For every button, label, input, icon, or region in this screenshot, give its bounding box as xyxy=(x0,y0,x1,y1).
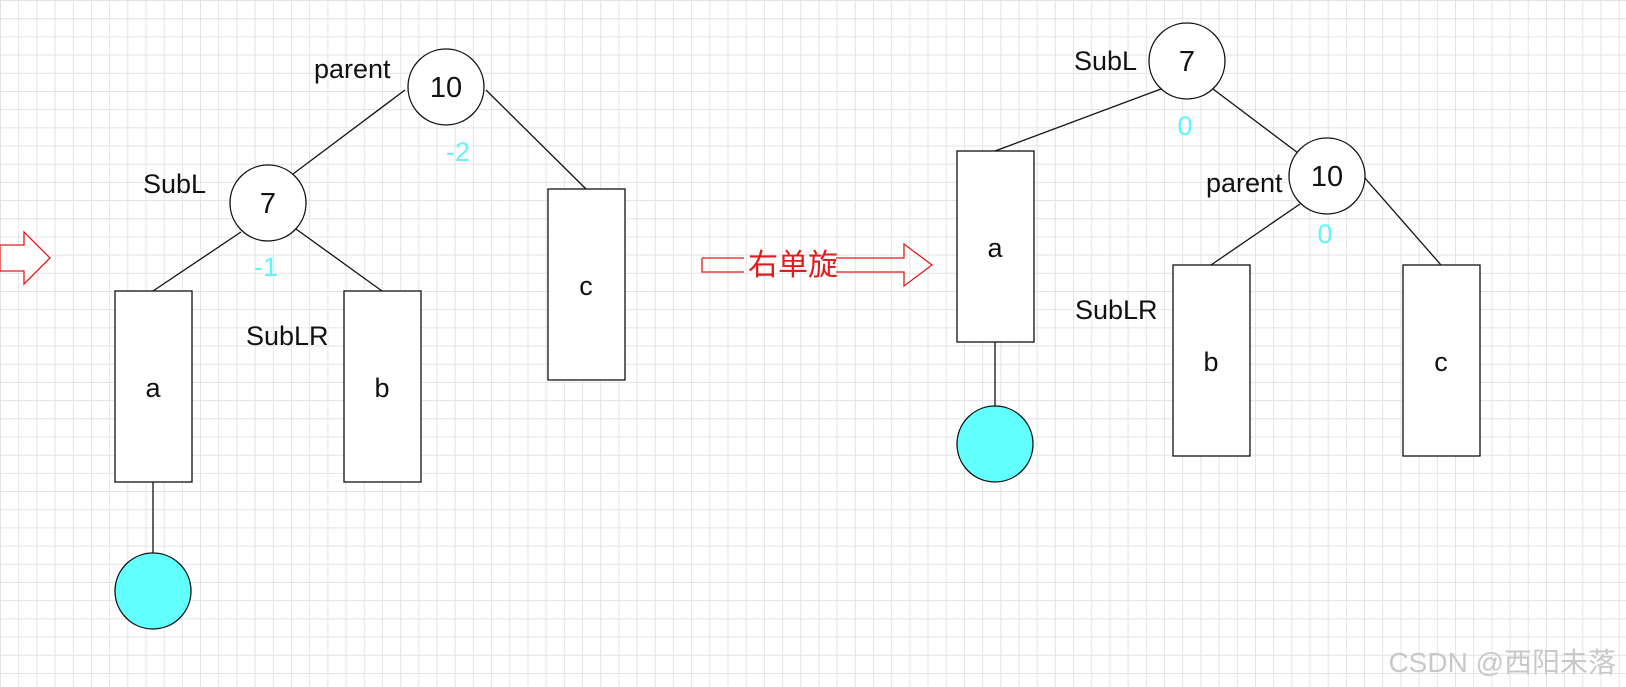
edge-subl-parent-after xyxy=(1212,88,1299,154)
subtree-b-label-after: b xyxy=(1203,347,1218,377)
node-subl-after xyxy=(1148,22,1226,100)
balance-factor-subl: -1 xyxy=(254,252,278,282)
edge-subl-a-after xyxy=(994,88,1162,152)
left-partial-arrow xyxy=(0,230,51,286)
node-subl xyxy=(229,164,307,242)
inserted-node-after xyxy=(956,405,1034,483)
subtree-c-box-after xyxy=(1402,264,1481,457)
node-subl-value: 7 xyxy=(260,188,276,220)
label-sublr: SubLR xyxy=(246,321,329,351)
edge-parent-b-after xyxy=(1210,203,1301,266)
watermark: CSDN @西阳未落 xyxy=(1388,647,1616,678)
subtree-b-box xyxy=(343,290,422,483)
subtree-c-label: c xyxy=(579,271,593,301)
edge-subl-a xyxy=(152,231,242,292)
node-subl-value-after: 7 xyxy=(1179,46,1195,78)
edge-parent-subl xyxy=(292,89,406,175)
rotation-label: 右单旋 xyxy=(748,249,838,282)
subtree-c-label-after: c xyxy=(1434,347,1448,377)
subtree-a-box xyxy=(114,290,193,483)
inserted-node xyxy=(114,552,192,630)
after-tree: a b c 7 10 SubL parent SubLR 0 0 xyxy=(956,22,1481,483)
label-subl: SubL xyxy=(143,169,206,199)
subtree-b-label: b xyxy=(374,373,389,403)
node-parent-value: 10 xyxy=(430,72,462,104)
label-sublr-after: SubLR xyxy=(1075,295,1158,325)
subtree-c-box xyxy=(547,188,626,381)
node-parent-value-after: 10 xyxy=(1311,161,1343,193)
node-parent xyxy=(407,48,485,126)
label-parent-after: parent xyxy=(1206,168,1283,198)
balance-factor-subl-after: 0 xyxy=(1177,111,1192,141)
balance-factor-parent: -2 xyxy=(446,137,470,167)
balance-factor-parent-after: 0 xyxy=(1317,219,1332,249)
node-parent-after xyxy=(1288,137,1366,215)
label-parent: parent xyxy=(314,54,391,84)
subtree-a-label-after: a xyxy=(987,233,1003,263)
subtree-a-label: a xyxy=(145,373,161,403)
edge-parent-c xyxy=(485,89,587,190)
edge-parent-c-after xyxy=(1363,176,1442,266)
before-tree: a b c 10 7 parent SubL SubLR -2 -1 xyxy=(114,48,626,630)
subtree-b-box-after xyxy=(1172,264,1251,457)
subtree-a-box-after xyxy=(956,150,1035,343)
edge-subl-b xyxy=(295,228,383,292)
rotation-arrow xyxy=(701,242,934,288)
label-subl-after: SubL xyxy=(1074,46,1137,76)
